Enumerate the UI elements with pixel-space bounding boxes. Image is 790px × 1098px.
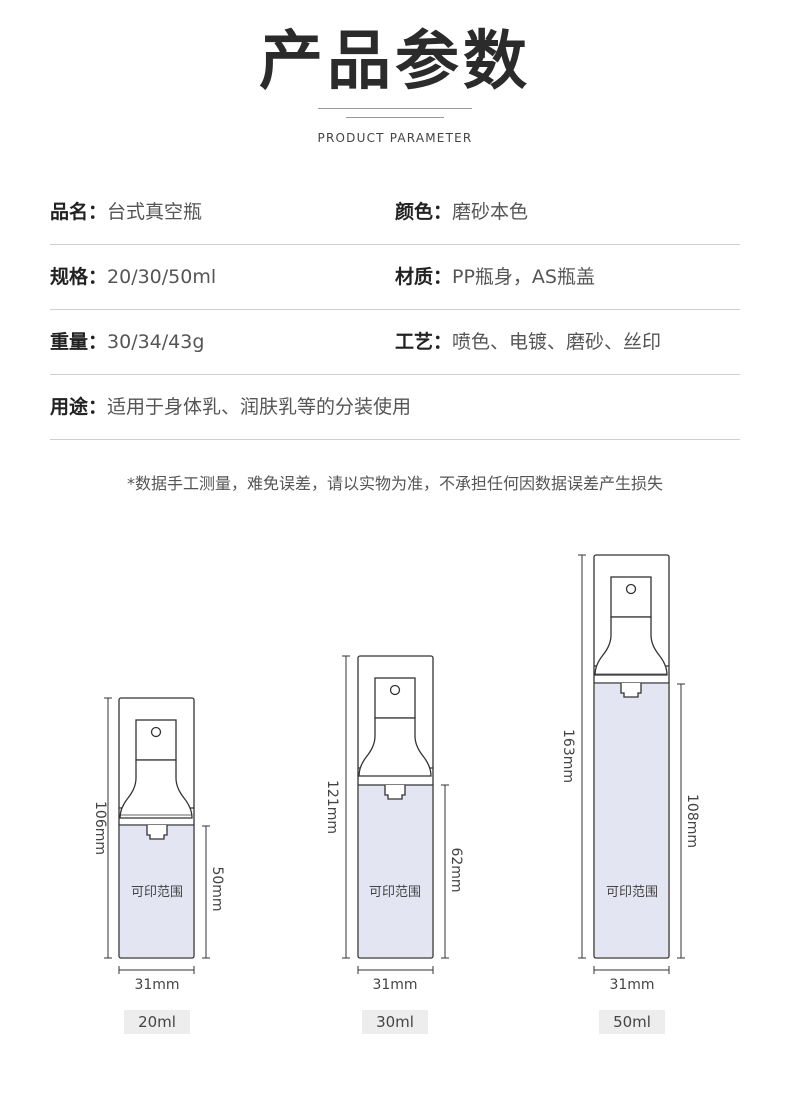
bottle-30ml-height-label: 121mm [324,780,340,834]
param-usage-key: 用途： [50,396,108,418]
param-spec-value: 20/30/50ml [107,266,217,288]
bottle-50ml [593,554,670,959]
title-divider-top [318,108,472,109]
bottle-50ml-dims [578,554,685,974]
param-color-value: 磨砂本色 [452,201,529,223]
capacity-30ml: 30ml [362,1010,428,1034]
param-weight-value: 30/34/43g [107,331,205,353]
bottle-30ml-width-label: 31mm [372,977,417,993]
param-material-key: 材质： [395,266,453,288]
param-spec-key: 规格： [50,266,108,288]
bottle-30ml-dims [342,655,449,974]
bottle-50ml-print-label: 可印范围 [606,885,658,900]
bottle-30ml-print-height-label: 62mm [448,847,464,892]
param-row-3: 重量：30/34/43g 工艺：喷色、电镀、磨砂、丝印 [50,310,740,375]
param-color-key: 颜色： [395,201,453,223]
param-usage-value: 适用于身体乳、润肤乳等的分装使用 [107,396,412,418]
page-title: 产品参数 [259,25,531,99]
param-name: 品名：台式真空瓶 [50,180,202,244]
param-material-value: PP瓶身，AS瓶盖 [452,266,595,288]
param-weight: 重量：30/34/43g [50,310,204,374]
param-craft-key: 工艺： [395,331,453,353]
bottle-20ml-print-height-label: 50mm [209,866,225,911]
bottle-30ml [357,655,434,959]
bottle-50ml-height-label: 163mm [560,729,576,783]
bottle-50ml-print-height-label: 108mm [684,794,700,848]
bottle-20ml-width-label: 31mm [134,977,179,993]
param-craft: 工艺：喷色、电镀、磨砂、丝印 [395,310,661,374]
param-spec: 规格：20/30/50ml [50,245,216,309]
capacity-50ml: 50ml [599,1010,665,1034]
param-name-key: 品名： [50,201,108,223]
param-usage: 用途：适用于身体乳、润肤乳等的分装使用 [50,375,411,439]
capacity-20ml: 20ml [124,1010,190,1034]
bottle-20ml-height-label: 106mm [92,801,108,855]
bottle-20ml-dims [104,697,210,974]
param-weight-key: 重量： [50,331,108,353]
param-name-value: 台式真空瓶 [107,201,203,223]
disclaimer-note: *数据手工测量，难免误差，请以实物为准，不承担任何因数据误差产生损失 [126,474,663,493]
page-subtitle: PRODUCT PARAMETER [317,131,473,145]
param-row-4: 用途：适用于身体乳、润肤乳等的分装使用 [50,375,740,440]
bottle-diagrams: 可印范围 可印范围 可印范围 106mm 50mm 121mm 62mm 163… [92,554,700,993]
bottle-20ml-print-label: 可印范围 [131,885,183,900]
param-craft-value: 喷色、电镀、磨砂、丝印 [452,331,662,353]
param-color: 颜色：磨砂本色 [395,180,528,244]
title-divider-bottom [346,117,444,118]
bottle-50ml-width-label: 31mm [609,977,654,993]
bottle-30ml-print-label: 可印范围 [369,885,421,900]
param-row-2: 规格：20/30/50ml 材质：PP瓶身，AS瓶盖 [50,245,740,310]
param-row-1: 品名：台式真空瓶 颜色：磨砂本色 [50,180,740,245]
bottle-20ml [118,697,195,959]
param-material: 材质：PP瓶身，AS瓶盖 [395,245,595,309]
